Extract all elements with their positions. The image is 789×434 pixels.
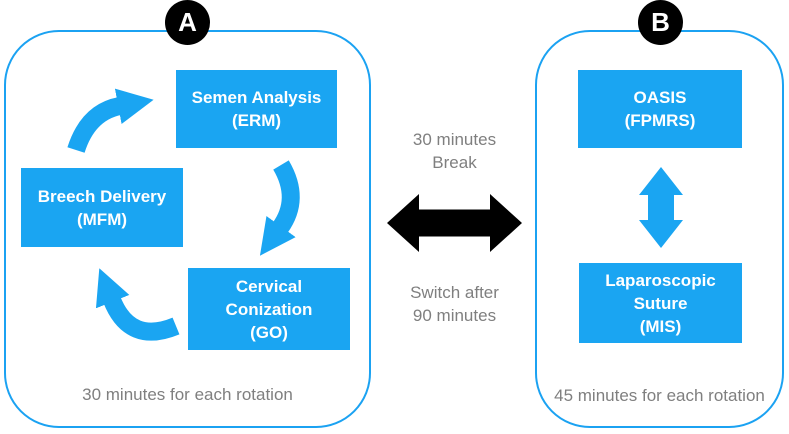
station-label-line: Breech Delivery	[37, 186, 167, 206]
station-label-line: (MIS)	[639, 316, 682, 336]
break-label: 30 minutes Break	[386, 128, 523, 174]
station-label-line: (MFM)	[76, 209, 128, 229]
panel-b-caption: 45 minutes for each rotation	[554, 386, 765, 405]
station-label-line: Semen Analysis	[191, 88, 322, 107]
switch-label-line: 90 minutes	[412, 306, 497, 325]
station-label-line: (GO)	[250, 322, 288, 342]
station-cervical-conization: Cervical Conization (GO)	[188, 268, 350, 350]
switch-label: Switch after 90 minutes	[386, 281, 523, 327]
station-label-line: Conization	[225, 299, 313, 319]
break-label-line: 30 minutes	[412, 130, 497, 149]
break-label-line: Break	[432, 153, 477, 172]
switch-double-arrow-icon	[387, 194, 522, 252]
station-label-line: Cervical	[235, 276, 303, 296]
station-oasis: OASIS (FPMRS)	[578, 70, 742, 148]
station-laparoscopic-suture: Laparoscopic Suture (MIS)	[579, 263, 742, 343]
station-label-line: OASIS	[633, 88, 687, 107]
station-label-line: Suture	[633, 293, 688, 313]
station-label-line: Laparoscopic	[605, 270, 716, 290]
station-semen-analysis: Semen Analysis (ERM)	[176, 70, 337, 148]
station-label-line: (FPMRS)	[624, 111, 696, 130]
panel-a-badge: A	[165, 0, 210, 45]
station-label-line: (ERM)	[231, 111, 282, 130]
switch-label-line: Switch after	[410, 283, 499, 302]
panel-b-badge: B	[638, 0, 683, 45]
station-breech-delivery: Breech Delivery (MFM)	[21, 168, 183, 247]
panel-a-caption: 30 minutes for each rotation	[82, 385, 293, 404]
